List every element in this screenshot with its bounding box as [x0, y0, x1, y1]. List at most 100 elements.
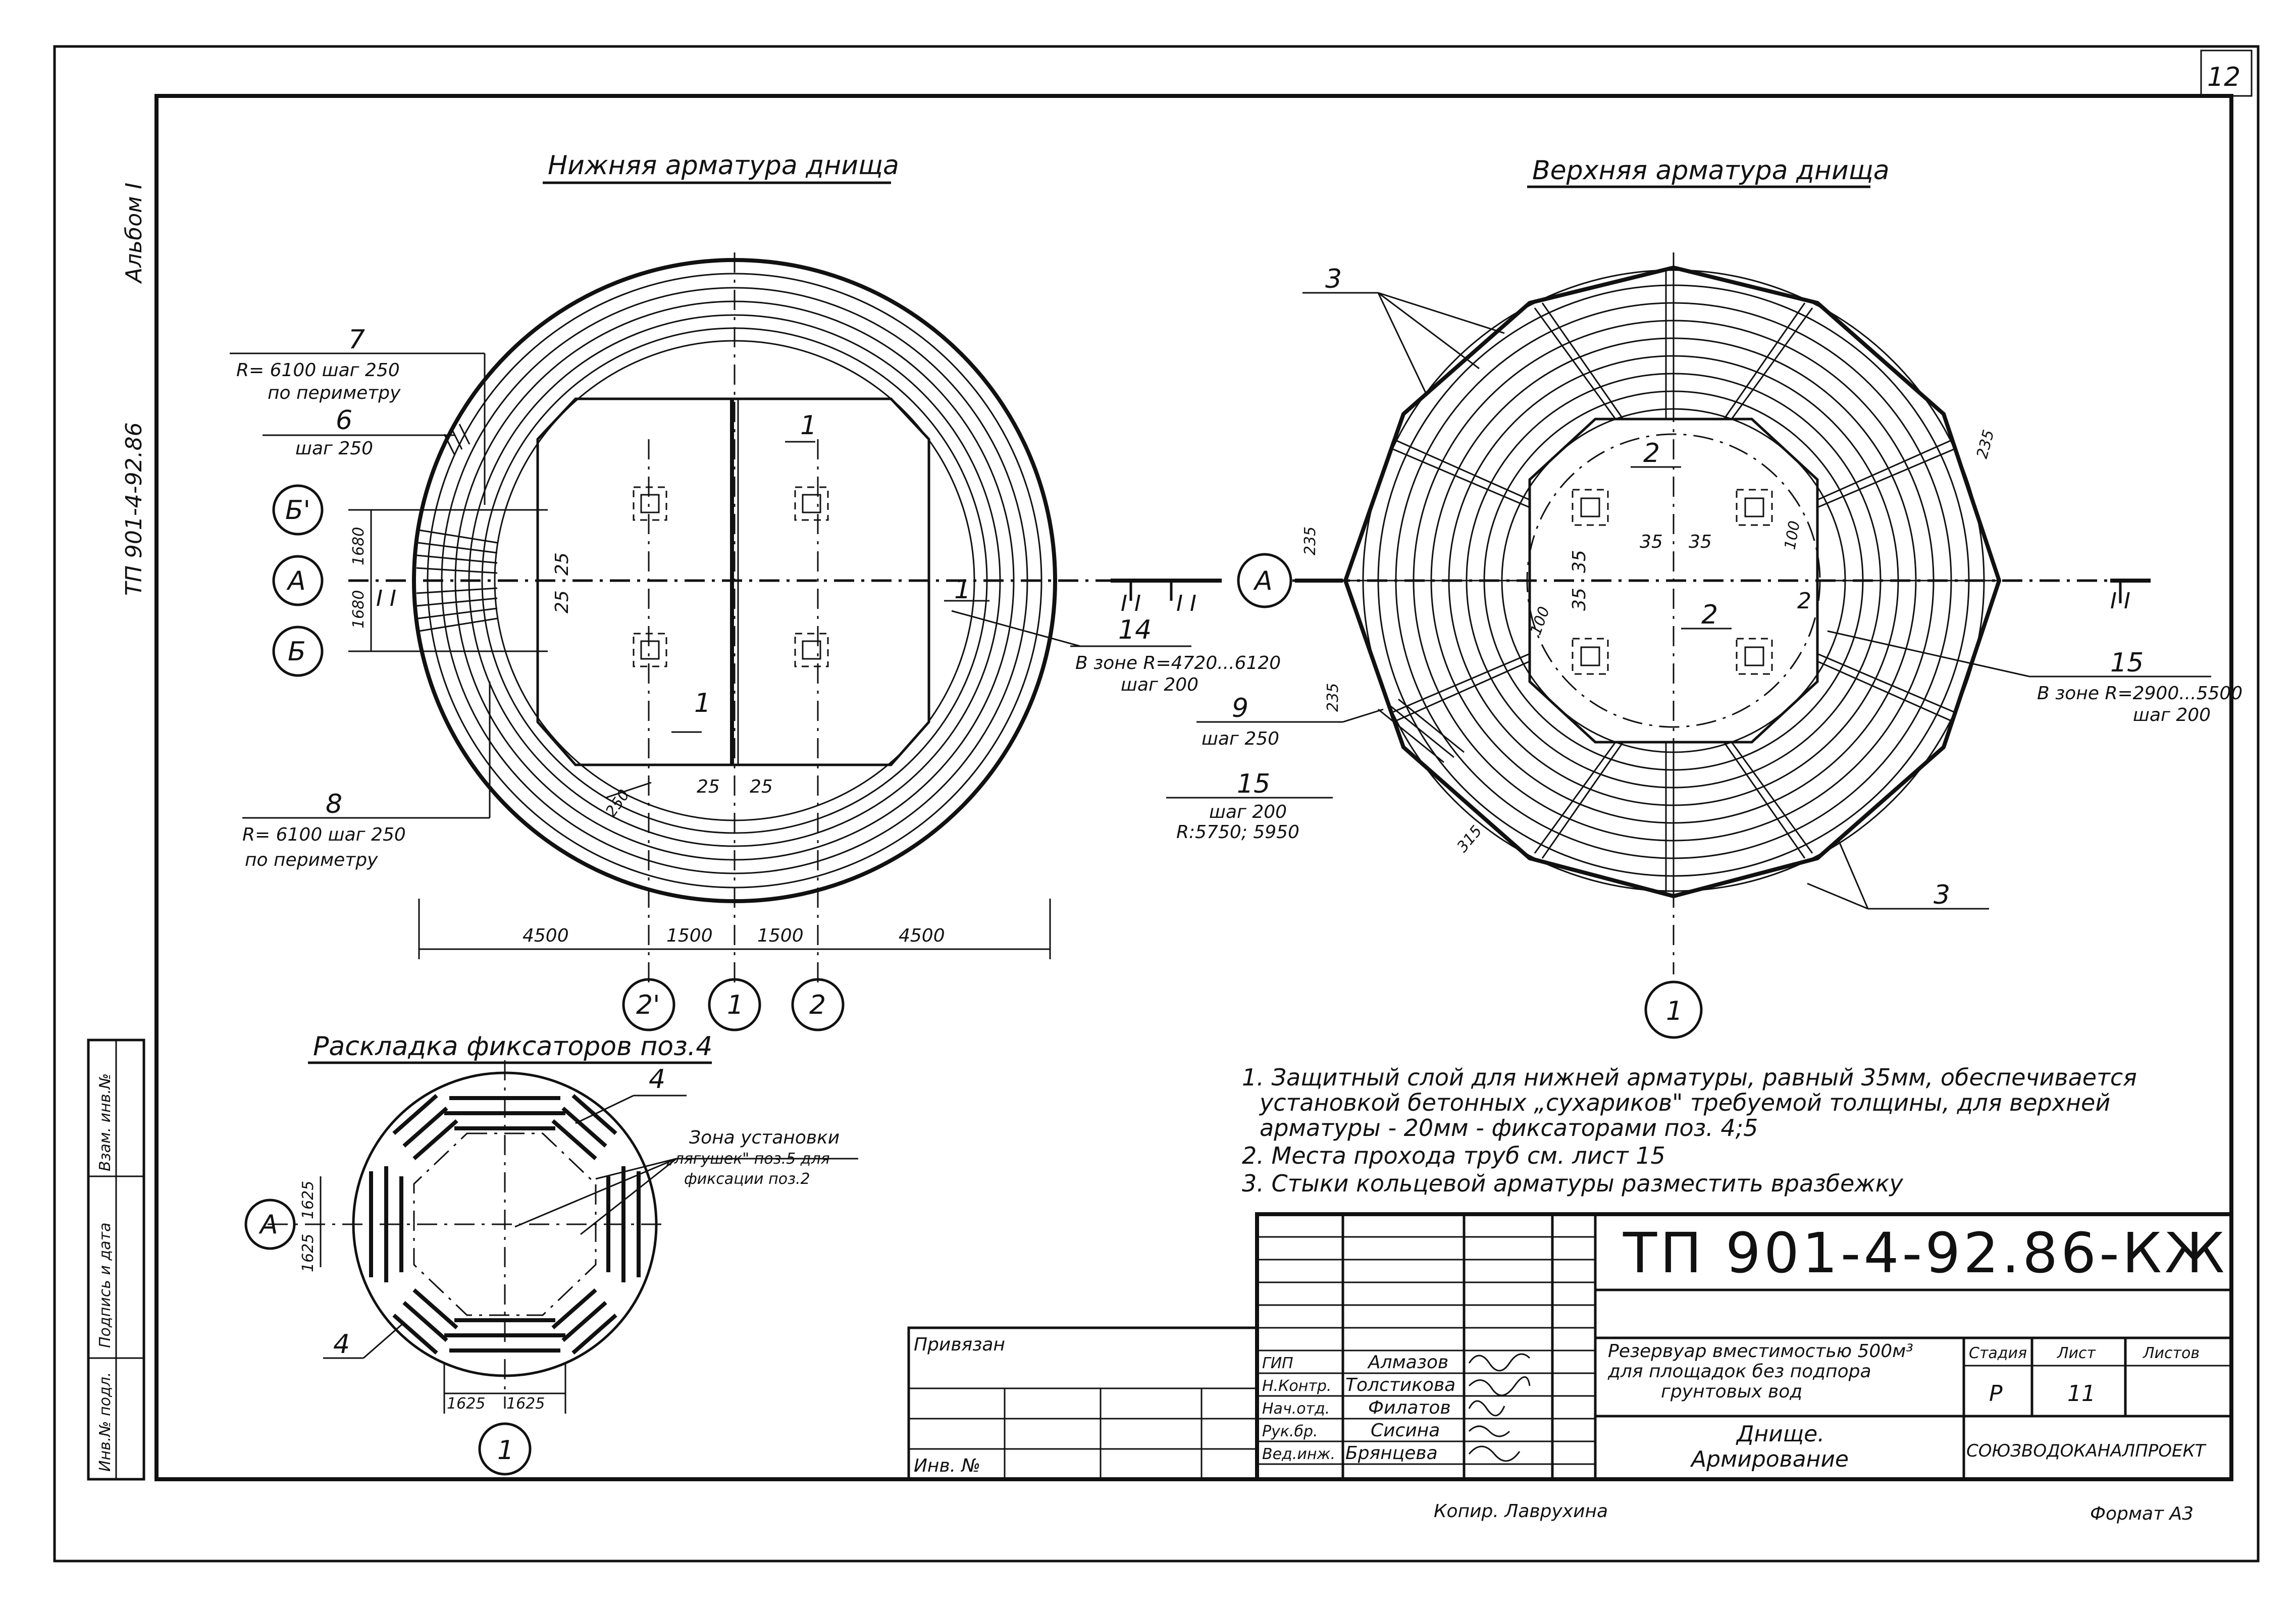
fix-axis-1: 1 — [497, 1435, 514, 1466]
pos14-line1: В зоне R=4720...6120 — [1075, 653, 1281, 673]
fix-zone-line3: фиксации поз.2 — [684, 1170, 810, 1188]
format-label: Формат А3 — [2090, 1503, 2194, 1524]
axis-1-bubble — [708, 978, 761, 1031]
pos15a-label: 15 — [1237, 769, 1270, 799]
axis-1: 1 — [727, 990, 744, 1020]
copied-by: Копир. Лаврухина — [1434, 1501, 1608, 1522]
side-code: ТП 901-4-92.86 — [121, 422, 147, 596]
fix-pos4b: 4 — [333, 1329, 350, 1360]
top-view-drawing — [1166, 252, 2211, 974]
pos9-label: 9 — [1232, 693, 1248, 723]
note-1a: 1. Защитный слой для нижней арматуры, ра… — [1242, 1064, 2137, 1091]
top-axis-1: 1 — [1666, 996, 1683, 1026]
top-dim-35d: 35 — [1569, 588, 1590, 611]
top-dim-100b: 100 — [1781, 520, 1803, 551]
bottom-view-drawing — [230, 252, 1222, 990]
tb-attached: Привязан — [914, 1334, 1005, 1355]
dim-1500a: 1500 — [666, 925, 713, 946]
pos3a-label: 3 — [1325, 264, 1342, 294]
pos8-line2: по периметру — [245, 850, 378, 870]
pos6-label: 6 — [336, 405, 352, 436]
top-axis-a: А — [1253, 566, 1273, 596]
tb-sheet-no: 11 — [2067, 1381, 2096, 1407]
axis-2-bubble — [791, 978, 845, 1031]
dim-250: 250 — [602, 787, 634, 820]
side-stamp-sign-date: Подпись и дата — [96, 1223, 114, 1348]
axis-b-bubble — [272, 626, 324, 677]
note-2: 2. Места прохода труб см. лист 15 — [1242, 1142, 1665, 1169]
pos1-label-c: 1 — [954, 575, 971, 605]
tb-role-5: Вед.инж. — [1262, 1445, 1335, 1463]
dim-25a: 25 — [552, 552, 572, 576]
top-section-mark: I I — [2110, 588, 2130, 614]
tb-code: ТП 901-4-92.86-КЖ — [1623, 1221, 2227, 1285]
pos8-label: 8 — [326, 789, 342, 819]
pos2b-label: 2 — [1701, 600, 1718, 630]
section-mark-left: I I — [376, 586, 396, 611]
tb-name-3: Филатов — [1368, 1397, 1451, 1418]
top-dim-315: 315 — [1453, 822, 1486, 856]
pos9-line1: шаг 250 — [1202, 729, 1279, 749]
fix-axis-1-bubble — [478, 1422, 532, 1476]
tb-drawing-1: Днище. — [1736, 1421, 1824, 1447]
axis-a-bubble — [272, 555, 324, 606]
dim-25c: 25 — [697, 776, 720, 797]
axis-2prime-bubble — [622, 978, 675, 1031]
tb-role-4: Рук.бр. — [1262, 1423, 1318, 1440]
pos2a-label: 2 — [1643, 438, 1660, 469]
tb-stage: Р — [1989, 1381, 2003, 1407]
axis-b-prime-bubble — [272, 484, 324, 536]
dim-1680b: 1680 — [350, 590, 368, 629]
dim-1680a: 1680 — [350, 527, 368, 565]
tb-project-1: Резервуар вместимостью 500м³ — [1608, 1341, 1913, 1362]
note-1b: установкой бетонных „сухариков" требуемо… — [1259, 1089, 2110, 1116]
pos6-line1: шаг 250 — [295, 438, 373, 459]
dim-25d: 25 — [750, 776, 773, 797]
top-dim-235a: 235 — [1301, 527, 1319, 555]
fixators-view-title: Раскладка фиксаторов поз.4 — [313, 1031, 712, 1062]
fixators-drawing — [268, 1060, 858, 1414]
axis-b-prime: Б' — [285, 495, 310, 526]
section-mark-bottom-2: I I — [1176, 591, 1196, 616]
top-dim-35a: 35 — [1640, 532, 1663, 552]
pos2c-label: 2 — [1797, 588, 1811, 614]
pos15a-line2: R:5750; 5950 — [1176, 822, 1299, 843]
pos15b-label: 15 — [2110, 648, 2144, 678]
tb-inv-no: Инв. № — [914, 1456, 980, 1476]
tb-stage-hdr: Стадия — [1969, 1344, 2027, 1362]
tb-org: СОЮЗВОДОКАНАЛПРОЕКТ — [1966, 1441, 2207, 1461]
tb-drawing-2: Армирование — [1690, 1446, 1849, 1472]
sheet-frame — [53, 45, 2260, 1563]
pos15b-line1: В зоне R=2900...5500 — [2037, 683, 2242, 704]
tb-sheets-hdr: Листов — [2143, 1344, 2200, 1362]
side-stamp-inv-replace: Взам. инв.№ — [96, 1073, 114, 1171]
bottom-view-title: Нижняя арматура днища — [548, 150, 899, 181]
fix-pos4a: 4 — [649, 1064, 665, 1095]
top-axis-a-bubble — [1237, 553, 1292, 608]
axis-b: Б — [288, 637, 306, 667]
dim-4500b: 4500 — [899, 925, 945, 946]
pos15b-line2: шаг 200 — [2133, 705, 2211, 725]
page-number: 12 — [2207, 62, 2240, 92]
note-1c: арматуры - 20мм - фиксаторами поз. 4;5 — [1260, 1114, 1758, 1141]
fix-dim-1625a: 1625 — [299, 1181, 317, 1219]
section-mark-bottom-1: I I — [1121, 591, 1141, 616]
pos8-line1: R= 6100 шаг 250 — [242, 824, 406, 845]
pos14-label: 14 — [1118, 615, 1152, 645]
fix-dim-1625b: 1625 — [299, 1234, 317, 1272]
top-view-title: Верхняя арматура днища — [1532, 155, 1890, 186]
pos3b-label: 3 — [1934, 880, 1950, 910]
axis-2prime: 2' — [636, 990, 660, 1020]
tb-name-4: Сисина — [1371, 1420, 1440, 1441]
pos15a-line1: шаг 200 — [1209, 802, 1287, 822]
fix-axis-a-bubble — [244, 1199, 296, 1250]
pos7-line1: R= 6100 шаг 250 — [236, 360, 400, 381]
tb-project-2: для площадок без подпора — [1607, 1361, 1871, 1382]
fix-axis-a: А — [258, 1210, 278, 1240]
note-3: 3. Стыки кольцевой арматуры разместить в… — [1242, 1170, 1904, 1197]
side-stamp-inv-orig: Инв.№ подл. — [96, 1372, 114, 1472]
tb-role-2: Н.Контр. — [1262, 1377, 1331, 1395]
axis-2: 2 — [809, 990, 826, 1020]
fix-zone-line1: Зона установки — [689, 1127, 840, 1148]
